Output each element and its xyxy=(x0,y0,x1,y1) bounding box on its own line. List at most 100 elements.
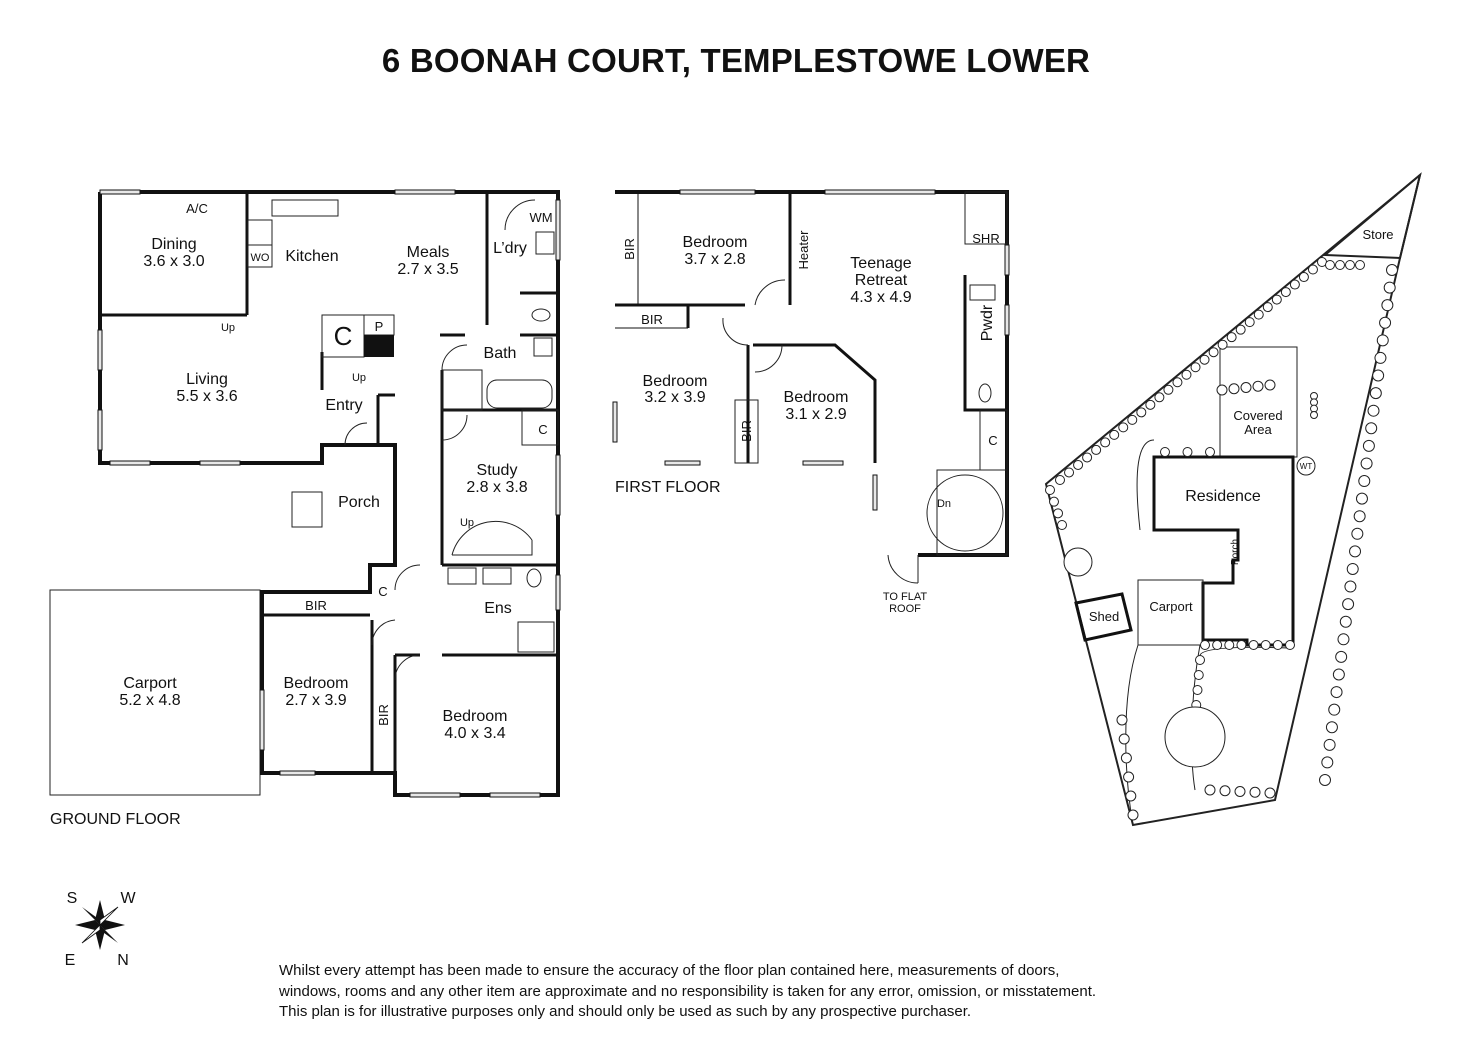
compass-rose-icon: S W E N xyxy=(65,890,137,969)
shrub-icon xyxy=(1362,439,1375,452)
heater-label: Heater xyxy=(796,230,811,270)
ensuite-shower-icon xyxy=(517,621,555,653)
shrub-icon xyxy=(1181,369,1192,380)
stairs-up-label: Up xyxy=(221,322,235,334)
shrub-icon xyxy=(1355,492,1368,505)
shrub-icon xyxy=(1172,377,1183,388)
shrub-icon xyxy=(1272,640,1283,650)
tree-icon xyxy=(1063,547,1093,577)
shrub-icon xyxy=(1321,756,1334,769)
shrub-icon xyxy=(1154,392,1165,403)
shrub-icon xyxy=(1325,260,1335,270)
shrub-icon xyxy=(1307,264,1318,275)
site-covered-area-label: Area xyxy=(1244,422,1272,437)
shrub-icon xyxy=(1351,527,1364,540)
shrub-icon xyxy=(1253,309,1264,320)
shrub-icon xyxy=(1204,784,1216,796)
room-name-teenage-retreat: Retreat xyxy=(855,272,908,289)
shrub-icon xyxy=(1379,316,1392,329)
laundry-door[interactable] xyxy=(504,199,536,231)
porch-step xyxy=(291,491,323,528)
toilet-icon xyxy=(978,383,992,403)
spiral-staircase-icon xyxy=(926,474,1004,552)
shrub-icon xyxy=(1345,260,1355,270)
ensuite-toilet-icon xyxy=(526,568,542,588)
shrub-icon xyxy=(1264,787,1276,799)
shrub-icon xyxy=(1328,703,1341,716)
shrub-icon xyxy=(1123,771,1135,783)
shrub-icon xyxy=(1319,774,1331,786)
shrub-icon xyxy=(1280,287,1291,298)
large-tree-icon xyxy=(1164,706,1226,768)
shrub-icon xyxy=(1249,786,1261,798)
shrub-icon xyxy=(1127,414,1138,425)
shrub-icon xyxy=(1330,686,1343,699)
shrub-icon xyxy=(1298,272,1309,283)
disclaimer: Whilst every attempt has been made to en… xyxy=(279,961,1096,1023)
bath-door[interactable] xyxy=(441,344,468,371)
door[interactable] xyxy=(754,279,786,306)
shrub-icon xyxy=(1252,380,1264,392)
shrub-icon xyxy=(1369,387,1382,400)
toilet-icon xyxy=(531,308,551,322)
bir-label: BIR xyxy=(622,238,637,260)
stairs-down-label: Dn xyxy=(937,498,951,510)
shrub-icon xyxy=(1342,598,1355,611)
shrub-icon xyxy=(1353,510,1366,523)
shrub-icon xyxy=(1127,809,1139,821)
water-tank-icon xyxy=(1296,456,1316,476)
shrub-icon xyxy=(1199,354,1210,365)
shrub-icon xyxy=(1193,670,1204,680)
ac-label: A/C xyxy=(186,201,208,216)
site-residence-label: Residence xyxy=(1185,488,1261,505)
disclaimer-line: This plan is for illustrative purposes o… xyxy=(279,1003,972,1020)
shrub-icon xyxy=(1285,640,1295,650)
door[interactable] xyxy=(722,317,749,346)
flat-roof-door[interactable] xyxy=(887,554,919,584)
compass-w: W xyxy=(120,890,136,907)
staircase-icon xyxy=(451,520,533,556)
shrub-icon xyxy=(1192,685,1203,695)
compass-n: N xyxy=(117,952,129,969)
shrub-icon xyxy=(1374,351,1387,364)
room-dims-living: 5.5 x 3.6 xyxy=(176,388,237,405)
shrub-icon xyxy=(1260,640,1271,650)
shrub-icon xyxy=(1335,260,1345,270)
shrub-icon xyxy=(1372,369,1385,382)
bir-label: BIR xyxy=(305,598,327,613)
disclaimer-line: Whilst every attempt has been made to en… xyxy=(279,962,1060,979)
first-floor-plan: Bedroom 3.7 x 2.8 Teenage Retreat 4.3 x … xyxy=(612,189,1010,615)
shrub-icon xyxy=(1262,302,1273,313)
closet-label: C xyxy=(334,321,353,351)
shrub-icon xyxy=(1236,640,1247,650)
site-store-label: Store xyxy=(1362,227,1393,242)
vanity-basin-icon xyxy=(447,567,477,585)
shrub-icon xyxy=(1163,384,1174,395)
shrub-icon xyxy=(1208,347,1219,358)
shrub-icon xyxy=(1355,260,1365,270)
door[interactable] xyxy=(754,344,783,373)
shrub-icon xyxy=(1349,545,1362,558)
shrub-icon xyxy=(1386,264,1398,276)
stairs-up-label: Up xyxy=(352,372,366,384)
shrub-icon xyxy=(1289,279,1300,290)
shrub-icon xyxy=(1053,508,1063,519)
front-door[interactable] xyxy=(344,422,368,446)
shrub-icon xyxy=(1367,404,1380,417)
shrub-icon xyxy=(1057,520,1067,530)
room-dims-dining: 3.6 x 3.0 xyxy=(143,253,204,270)
cooktop-icon xyxy=(247,219,273,246)
shower-label: SHR xyxy=(972,231,999,246)
room-dims-teenage-retreat: 4.3 x 4.9 xyxy=(850,289,911,306)
study-door[interactable] xyxy=(441,414,468,441)
shrub-icon xyxy=(1125,790,1137,802)
closet-label: C xyxy=(378,584,387,599)
site-porch-label: Porch xyxy=(1230,539,1241,565)
covered-area-outline xyxy=(1219,346,1298,458)
flat-roof-label: TO FLAT xyxy=(883,591,927,603)
flat-roof-label: ROOF xyxy=(889,603,921,615)
shower-icon xyxy=(964,191,1008,245)
shrub-icon xyxy=(1271,294,1282,305)
shrub-icon xyxy=(1064,467,1075,478)
room-name-ensuite: Ens xyxy=(484,600,512,617)
